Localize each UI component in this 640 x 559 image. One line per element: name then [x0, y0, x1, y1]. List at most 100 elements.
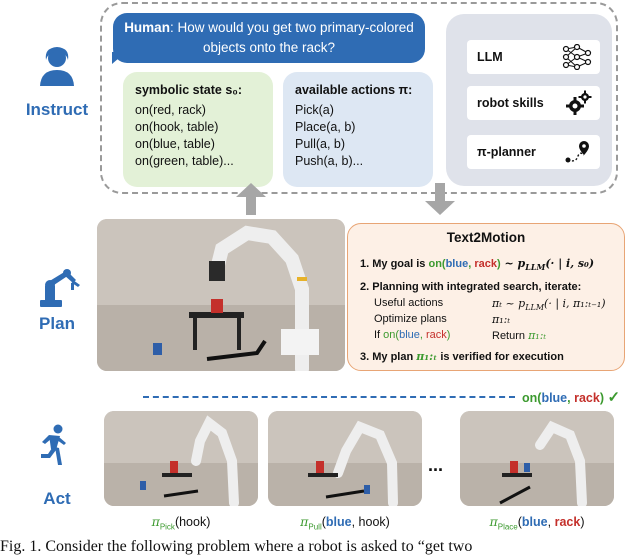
- text2motion-title: Text2Motion: [446, 230, 526, 245]
- human-question: : How would you get two primary-colored …: [169, 20, 414, 55]
- text2motion-panel: Text2Motion 1. My goal is on(blue, rack)…: [347, 223, 625, 371]
- robot-scene-photo: [97, 219, 345, 371]
- robot-scene-illustration: [97, 219, 345, 371]
- if-blue: blue: [399, 329, 420, 341]
- useful-formula: πₜ ~ p: [492, 297, 526, 310]
- goal-dist: ~ p: [500, 257, 526, 270]
- arg-part: ,: [547, 515, 555, 529]
- goal-blue: blue: [445, 258, 469, 270]
- plan-prefix: 3. My plan: [360, 351, 417, 363]
- state-item: on(blue, table): [135, 137, 215, 151]
- goal-comma: ,: [468, 258, 475, 270]
- if-comma: ,: [419, 329, 426, 341]
- skill-name: Pick: [159, 522, 175, 532]
- goal-line: 1. My goal is on(blue, rack) ~ pLLM(· | …: [360, 257, 594, 272]
- route-pin-icon: [565, 141, 589, 163]
- figure-caption: Fig. 1. Consider the following problem w…: [0, 538, 473, 555]
- action-item: Place(a, b): [295, 120, 356, 134]
- act-frame-pick: [104, 411, 258, 506]
- frame-illustration: [268, 411, 422, 506]
- down-arrow-icon: [425, 183, 455, 215]
- pi-symbol: π: [151, 514, 160, 529]
- state-item: on(green, table)...: [135, 154, 234, 168]
- tool-pi-planner: π-planner: [467, 135, 600, 169]
- goal-satisfied-label: on(blue, rack) ✓: [522, 388, 620, 406]
- frame-illustration: [104, 411, 258, 506]
- goal-close: ): [496, 258, 501, 270]
- tool-llm: LLM: [467, 40, 600, 74]
- return-statement: Return π₁:ₜ: [492, 329, 546, 342]
- arg-part: blue: [521, 515, 548, 529]
- instruct-label: Instruct: [25, 100, 89, 119]
- search-header: 2. Planning with integrated search, iter…: [360, 281, 582, 293]
- goal-rack: rack: [474, 258, 497, 270]
- section-separator: [143, 396, 515, 398]
- if-on: on(: [383, 329, 400, 341]
- return-label: Return: [492, 330, 529, 342]
- return-formula: π₁:ₜ: [528, 329, 547, 342]
- skill-name: Place: [497, 522, 518, 532]
- result-rack: rack: [574, 391, 600, 405]
- frame-caption-pick: πPick(hook): [104, 514, 258, 532]
- plan-suffix: is verified for execution: [437, 351, 564, 363]
- arg-part: hook: [179, 515, 207, 529]
- result-comma: ,: [567, 391, 575, 405]
- action-item: Pull(a, b): [295, 137, 346, 151]
- tool-label: robot skills: [477, 96, 544, 110]
- human-prefix: Human: [124, 20, 170, 35]
- goal-on: on(: [428, 258, 446, 270]
- if-prefix: If: [374, 329, 384, 341]
- result-on: on(: [522, 391, 542, 405]
- state-item: on(hook, table): [135, 120, 219, 134]
- arg-part: ): [206, 515, 211, 529]
- goal-prefix: 1. My goal is: [360, 258, 429, 270]
- arg-part: , hook): [351, 515, 390, 529]
- if-rack: rack: [426, 329, 447, 341]
- plan-label: Plan: [39, 314, 75, 333]
- arg-part: (: [174, 515, 180, 529]
- state-item: on(red, rack): [135, 103, 206, 117]
- arg-part: (: [517, 515, 522, 529]
- arg-part: ): [580, 515, 585, 529]
- act-label: Act: [43, 489, 71, 508]
- useful-formula-sub: LLM: [525, 303, 545, 313]
- plan-formula: π₁:ₜ: [416, 350, 438, 363]
- neural-network-icon: [562, 44, 592, 70]
- goal-dist-args: (· | i, s₀): [545, 257, 595, 270]
- verified-plan-line: 3. My plan π₁:ₜ is verified for executio…: [360, 350, 564, 363]
- frame-caption-place: πPlace(blue, rack): [460, 514, 614, 532]
- up-arrow-icon: [236, 183, 266, 215]
- human-speech-bubble: Human: How would you get two primary-col…: [113, 13, 425, 63]
- optimize-plans-label: Optimize plans: [374, 313, 447, 325]
- pi-symbol: π: [300, 514, 309, 529]
- action-item: Push(a, b)...: [295, 154, 364, 168]
- symbolic-state-title: symbolic state s₀:: [135, 83, 243, 97]
- tool-label: LLM: [477, 50, 503, 64]
- running-person-icon: [41, 424, 66, 465]
- frame-caption-pull: πPull(blue, hook): [268, 514, 422, 532]
- instruct-frame: [100, 2, 618, 194]
- robot-arm-icon: [40, 269, 80, 307]
- symbolic-state-box: symbolic state s₀: on(red, rack) on(hook…: [123, 72, 273, 187]
- useful-actions-label: Useful actions: [374, 297, 444, 309]
- result-close: ): [599, 391, 604, 405]
- tool-robot-skills: robot skills: [467, 86, 600, 120]
- act-frame-pull: [268, 411, 422, 506]
- optimize-plans-formula: π₁:ₜ: [492, 313, 511, 326]
- available-actions-title: available actions π:: [295, 83, 413, 97]
- arg-part: blue: [325, 515, 352, 529]
- if-close: ): [446, 329, 451, 341]
- skill-name: Pull: [308, 522, 322, 532]
- if-condition: If on(blue, rack): [374, 329, 450, 341]
- arg-part: rack: [554, 515, 581, 529]
- action-item: Pick(a): [295, 103, 334, 117]
- useful-formula-args: (· | i, π₁:ₜ₋₁): [544, 297, 606, 310]
- frame-illustration: [460, 411, 614, 506]
- available-actions-box: available actions π: Pick(a) Place(a, b)…: [283, 72, 433, 187]
- checkmark-icon: ✓: [607, 389, 621, 406]
- human-icon: [40, 47, 74, 86]
- pi-symbol: π: [489, 514, 498, 529]
- result-blue: blue: [541, 391, 568, 405]
- gears-icon: [566, 90, 592, 115]
- act-frame-place: [460, 411, 614, 506]
